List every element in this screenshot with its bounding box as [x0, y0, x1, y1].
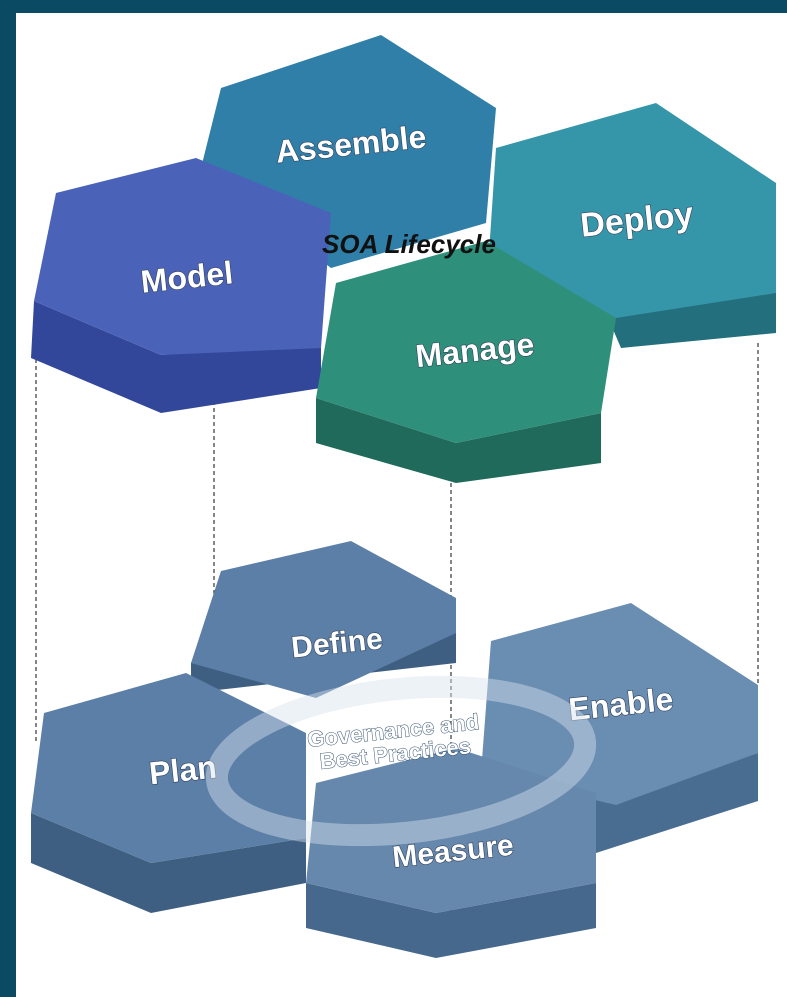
- diagram-title: SOA Lifecycle: [322, 229, 496, 259]
- hex-model-top: [34, 158, 331, 355]
- hex-enable: Enable: [481, 603, 758, 853]
- hex-deploy-side: [606, 291, 776, 348]
- hex-manage-side: [316, 398, 601, 483]
- hex-plan-label: Plan: [147, 749, 218, 792]
- diagram-panel: Define Enable Plan Measure Governance an…: [16, 13, 787, 997]
- hex-plan: Plan: [31, 673, 306, 913]
- governance-swirl-ring: [205, 675, 597, 847]
- hex-define: Define: [191, 541, 456, 698]
- hex-model: Model: [31, 158, 331, 413]
- soa-lifecycle-diagram: Define Enable Plan Measure Governance an…: [31, 35, 776, 958]
- hex-measure-top: [306, 748, 596, 913]
- hex-measure-side: [306, 883, 596, 958]
- hex-plan-side: [31, 813, 306, 913]
- hex-model-side: [31, 301, 321, 413]
- hex-manage: Manage: [316, 241, 616, 483]
- hex-enable-top: [481, 603, 758, 805]
- hex-manage-top: [316, 241, 616, 443]
- hex-deploy: Deploy: [488, 103, 776, 348]
- hex-define-top: [191, 541, 456, 698]
- hex-enable-side: [581, 753, 758, 853]
- hex-deploy-top: [488, 103, 776, 318]
- hex-measure: Measure: [306, 748, 596, 958]
- hex-plan-top: [31, 673, 306, 863]
